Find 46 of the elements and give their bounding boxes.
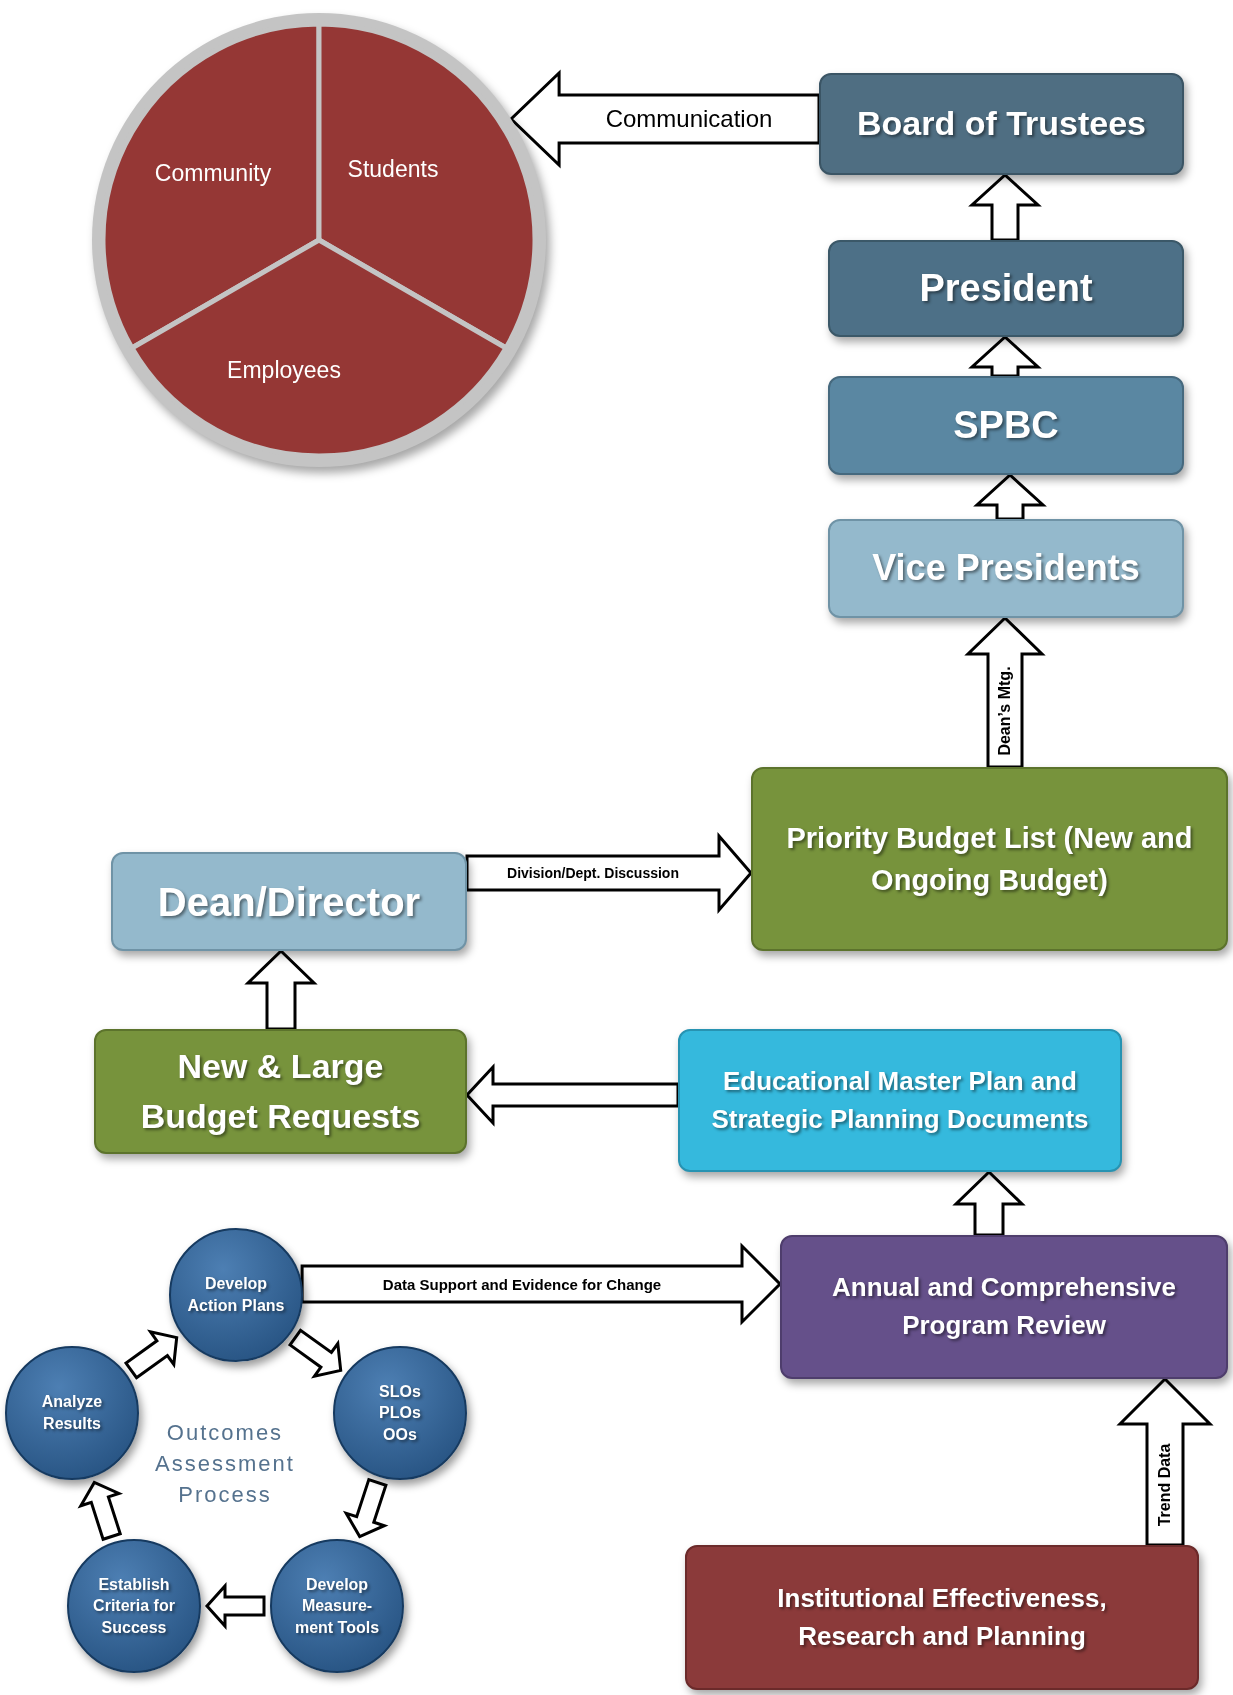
process-box — [780, 1235, 1228, 1379]
edge-label: Data Support and Evidence for Change — [382, 1276, 662, 1292]
process-box — [94, 1029, 467, 1154]
process-box — [828, 376, 1184, 475]
process-box — [828, 240, 1184, 337]
block-arrow — [77, 1480, 124, 1542]
slice-label: Students — [347, 154, 439, 184]
edge-label: Dean’s Mtg. — [997, 665, 1013, 756]
center-label: Outcomes Assessment Process — [154, 1418, 296, 1509]
block-arrow — [952, 1169, 1026, 1237]
process-box — [111, 852, 467, 951]
edge-label: Division/Dept. Discussion — [507, 866, 679, 880]
box-label: Vice Presidents — [872, 546, 1140, 591]
box-label: Annual and Comprehensive Program Review — [831, 1271, 1177, 1342]
slice-label: Community — [154, 158, 272, 188]
block-arrow — [342, 1477, 389, 1539]
block-arrow — [205, 1582, 266, 1630]
box-label: Board of Trustees — [856, 103, 1147, 145]
box-label: Priority Budget List (New and Ongoing Budget) — [785, 820, 1194, 898]
process-box — [678, 1029, 1122, 1172]
block-arrow — [464, 1063, 680, 1127]
box-label: New & Large Budget Requests — [139, 1046, 422, 1137]
edge-label: Trend Data — [1157, 1443, 1173, 1526]
box-label: Educational Master Plan and Strategic Planning Documents — [710, 1064, 1090, 1136]
process-box — [685, 1545, 1199, 1690]
block-arrow — [123, 1329, 179, 1380]
box-label: Dean/Director — [157, 878, 421, 926]
block-arrow — [973, 472, 1047, 521]
process-box — [828, 519, 1184, 618]
circle-label: SLOs — [379, 1381, 421, 1402]
block-arrow — [968, 334, 1042, 378]
circle-label: Establish Criteria for Success — [92, 1574, 176, 1638]
box-label: Institutional Effectiveness, Research and Planning — [776, 1581, 1108, 1653]
block-arrow — [968, 172, 1042, 242]
box-label: President — [919, 265, 1093, 311]
circle-label: Analyze Results — [40, 1392, 104, 1434]
process-box — [751, 767, 1228, 951]
circle-label: PLOs — [379, 1403, 421, 1424]
circle-label: Develop Measure- ment Tools — [293, 1574, 381, 1638]
box-label: SPBC — [953, 402, 1059, 448]
block-arrow — [244, 948, 318, 1031]
process-box — [819, 73, 1184, 175]
slice-label: Employees — [227, 355, 341, 385]
block-arrow — [287, 1328, 343, 1379]
circle-label: OOs — [383, 1424, 417, 1445]
circle-label: Develop Action Plans — [187, 1274, 285, 1316]
